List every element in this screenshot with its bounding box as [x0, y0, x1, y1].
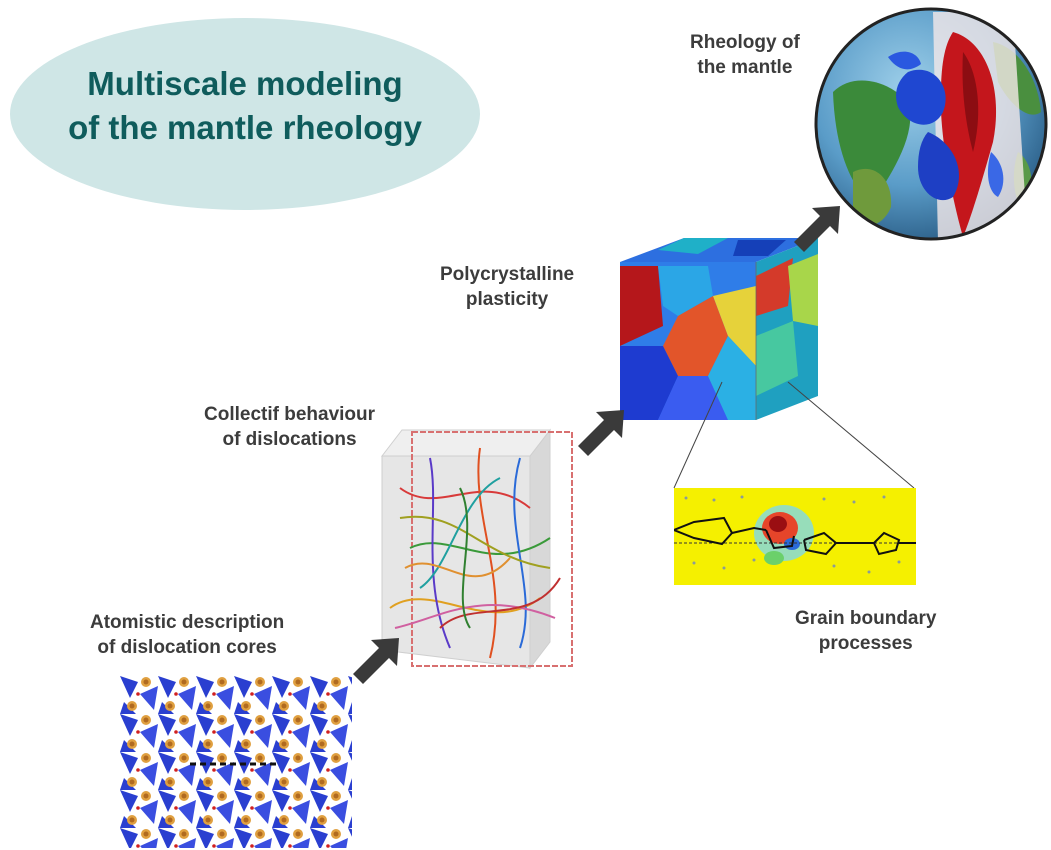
label-polycrystalline: Polycrystalline plasticity — [440, 262, 574, 312]
label-polycrystalline-line2: plasticity — [465, 289, 549, 310]
title-ellipse — [10, 18, 480, 210]
thick-arrow-icon — [578, 410, 624, 456]
mantle-globe-image — [814, 7, 1048, 241]
thick-arrow-icon — [353, 638, 399, 684]
zoom-lines — [673, 381, 915, 489]
thick-arrow-icon — [794, 206, 840, 252]
label-rheology-line2: the mantle — [697, 57, 793, 78]
label-collective: Collectif behaviour of dislocations — [204, 402, 375, 452]
atomistic-structure-image — [120, 676, 352, 848]
main-title: Multiscale modeling of the mantle rheolo… — [10, 62, 480, 150]
label-atomistic-line2: of dislocation cores — [97, 637, 277, 658]
label-grain-boundary-line1: Grain boundary — [795, 608, 937, 629]
grain-boundary-image — [674, 488, 916, 585]
main-title-line2: of the mantle rheology — [68, 109, 422, 146]
label-atomistic: Atomistic description of dislocation cor… — [90, 610, 284, 660]
label-grain-boundary-line2: processes — [818, 633, 913, 654]
label-collective-line2: of dislocations — [222, 429, 357, 450]
label-rheology-line1: Rheology of — [690, 32, 800, 53]
label-collective-line1: Collectif behaviour — [204, 404, 376, 425]
main-title-line1: Multiscale modeling — [87, 65, 403, 102]
dislocations-box-image — [380, 428, 573, 670]
label-grain-boundary: Grain boundary processes — [795, 606, 936, 656]
polycrystal-cube-image — [620, 238, 818, 420]
label-polycrystalline-line1: Polycrystalline — [440, 264, 575, 285]
label-atomistic-line1: Atomistic description — [90, 612, 285, 633]
label-rheology: Rheology of the mantle — [690, 30, 800, 80]
